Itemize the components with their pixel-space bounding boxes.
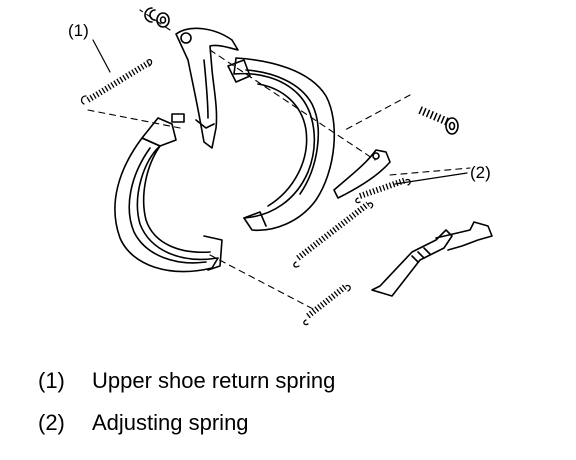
legend-item-number: (2) [38,410,65,435]
washer-icon [156,12,170,28]
left-brake-shoe-icon [114,113,223,273]
callout-2-label: (2) [470,163,491,182]
legend-item-number: (1) [38,368,65,393]
strut-spring-icon [303,283,351,326]
e-clip-icon [144,7,156,23]
hold-down-spring-icon [418,106,459,135]
assembly-guide-lines [87,9,471,311]
adjusting-spring-icon [355,177,411,204]
upper-shoe-return-spring-icon [80,58,153,105]
legend-item-label: Upper shoe return spring [92,368,336,393]
parking-brake-lever-icon [175,27,239,149]
callout-1-label: (1) [68,21,89,40]
right-brake-shoe-icon [227,57,336,232]
callout-2-leader [394,172,468,185]
legend-item: (1) Upper shoe return spring [38,368,558,410]
legend-item-label: Adjusting spring [92,410,249,435]
adjuster-strut-icon [371,221,493,297]
adjusting-lever-icon [333,149,391,199]
lower-shoe-return-spring-icon [293,201,374,268]
callout-legend: (1) Upper shoe return spring (2) Adjusti… [38,368,558,452]
brake-shoe-exploded-diagram: (1) (2) [68,7,493,326]
legend-item: (2) Adjusting spring [38,410,558,452]
callout-1-leader [92,39,111,73]
